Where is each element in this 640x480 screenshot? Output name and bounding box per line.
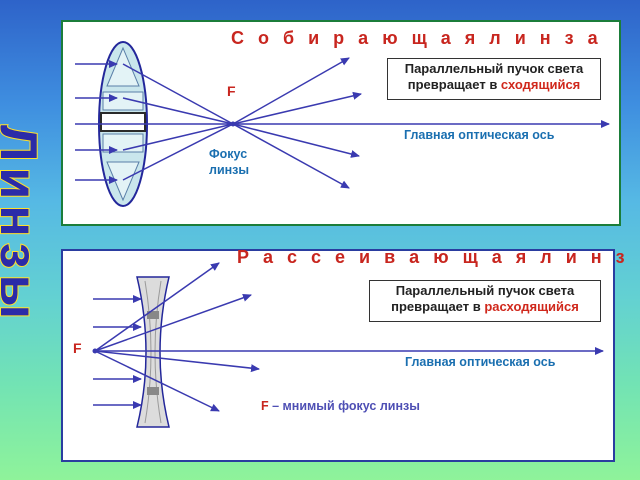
outgoing-ray-1	[232, 57, 350, 125]
diverging-ray-4	[94, 350, 220, 412]
diverging-info-prefix: превращает в	[391, 299, 485, 314]
converging-axis-label: Главная оптическая ось	[404, 128, 555, 142]
converging-info-prefix: превращает в	[407, 77, 501, 92]
converging-info-highlight: сходящийся	[500, 77, 581, 92]
diverging-info-line1: Параллельный пучок света	[395, 283, 575, 298]
focus-caption: Фокус линзы	[209, 146, 249, 178]
diverging-info-box: Параллельный пучок света превращает в ра…	[369, 280, 601, 322]
virtual-focus-letter: F	[261, 399, 269, 413]
converging-info-line1: Параллельный пучок света	[404, 61, 584, 76]
virtual-focus-note: F – мнимый фокус линзы	[261, 399, 420, 413]
outgoing-ray-2	[232, 91, 362, 125]
virtual-focus-point	[92, 348, 98, 354]
diverging-lens-diagram	[92, 262, 604, 428]
outgoing-ray-3	[232, 123, 360, 158]
diverging-ray-1	[94, 262, 220, 352]
diverging-title-line1: Р а с с е и в а ю щ а я л и н з	[237, 247, 630, 267]
diverging-ray-2	[94, 293, 252, 352]
virtual-focus-text: – мнимый фокус линзы	[268, 399, 420, 413]
outgoing-ray-4	[232, 123, 350, 189]
converging-title: С о б и р а ю щ а я л и н з а	[231, 28, 603, 48]
focus-point	[230, 121, 236, 127]
diverging-lens	[136, 276, 170, 428]
converging-focus-letter: F	[227, 83, 236, 99]
side-title: Линзы	[0, 124, 48, 326]
converging-info-box: Параллельный пучок света превращает в сх…	[387, 58, 601, 100]
converging-lens-diagram	[75, 41, 610, 207]
diverging-ray-3	[94, 350, 260, 373]
diverging-focus-letter: F	[73, 340, 82, 356]
diverging-lens-panel: Р а с с е и в а ю щ а я л и н з а Паралл…	[61, 247, 625, 462]
diverging-axis-label: Главная оптическая ось	[405, 355, 556, 369]
focus-caption-line1: Фокус	[209, 147, 248, 161]
converging-lens-panel: С о б и р а ю щ а я л и н з а Параллельн…	[61, 20, 621, 226]
focus-caption-line2: линзы	[209, 163, 250, 177]
diverging-info-highlight: расходящийся	[484, 299, 579, 314]
